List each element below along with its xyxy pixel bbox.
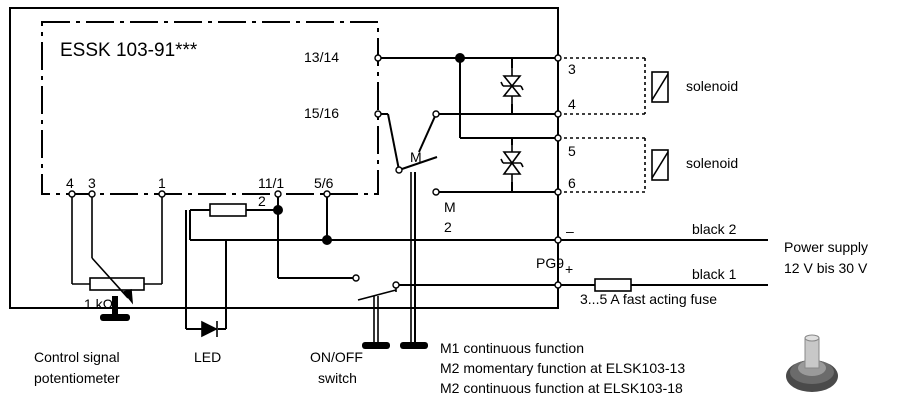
solenoid-1-label: solenoid xyxy=(686,78,738,94)
suppressor-diode-2 xyxy=(500,145,524,182)
m-label: M xyxy=(444,199,456,215)
note-line-1: M1 continuous function xyxy=(440,340,584,356)
pin-3-label: 3 xyxy=(88,175,96,191)
black-1-label: black 1 xyxy=(692,266,737,282)
onoff-switch-symbol xyxy=(357,285,397,342)
m-switch-label: M xyxy=(410,149,422,165)
led-caption: LED xyxy=(194,349,221,365)
terminal-4-label: 4 xyxy=(568,96,576,112)
suppressor-diode-1 xyxy=(500,68,524,104)
pin-5-6-label: 5/6 xyxy=(314,175,334,191)
power-wiring xyxy=(185,194,768,330)
terminal-6-label: 6 xyxy=(568,175,576,191)
pin-2-label: 2 xyxy=(258,193,266,209)
junction-dots xyxy=(273,53,465,245)
onoff-caption-2: switch xyxy=(318,370,357,386)
potentiometer-symbol xyxy=(71,194,163,305)
pin-1-label: 1 xyxy=(158,175,166,191)
fuse-label: 3...5 A fast acting fuse xyxy=(580,291,717,307)
solenoid-2-label: solenoid xyxy=(686,155,738,171)
pg9-label: PG9 xyxy=(536,255,564,271)
m-switch-knob xyxy=(400,342,428,349)
note-line-3: M2 continuous function at ELSK103-18 xyxy=(440,380,683,396)
terminal-5-label: 5 xyxy=(568,143,576,159)
m-2-label: 2 xyxy=(444,219,452,235)
pin-4-label: 4 xyxy=(66,175,74,191)
module-title: ESSK 103-91*** xyxy=(60,40,198,61)
pot-caption-1: Control signal xyxy=(34,349,120,365)
solenoid-wiring xyxy=(558,57,646,193)
solenoid-coil-1 xyxy=(651,71,669,103)
pin-11-1-label: 11/1 xyxy=(258,175,284,191)
power-voltage-label: 12 V bis 30 V xyxy=(784,260,868,276)
pot-value-label: 1 kΩ xyxy=(84,296,113,312)
output-wiring xyxy=(378,57,558,342)
resistor xyxy=(209,203,247,217)
terminal-circles xyxy=(68,54,562,289)
black-2-label: black 2 xyxy=(692,221,737,237)
fuse-symbol xyxy=(594,278,632,292)
module-dashed-box xyxy=(41,21,379,195)
terminal-minus-label: – xyxy=(566,223,574,239)
onoff-caption-1: ON/OFF xyxy=(310,349,363,365)
rotary-switch-photo xyxy=(786,334,838,392)
pot-caption-2: potentiometer xyxy=(34,370,120,386)
pin-15-16-label: 15/16 xyxy=(304,105,339,121)
note-line-2: M2 momentary function at ELSK103-13 xyxy=(440,360,685,376)
terminal-3-label: 3 xyxy=(568,61,576,77)
pot-knob xyxy=(100,314,130,321)
housing-outline xyxy=(9,7,559,309)
led-symbol xyxy=(201,320,218,338)
solenoid-coil-2 xyxy=(651,149,669,181)
onoff-knob xyxy=(362,342,390,349)
terminal-plus-label: + xyxy=(565,261,573,277)
power-supply-label: Power supply xyxy=(784,239,868,255)
pin-13-14-label: 13/14 xyxy=(304,49,339,65)
